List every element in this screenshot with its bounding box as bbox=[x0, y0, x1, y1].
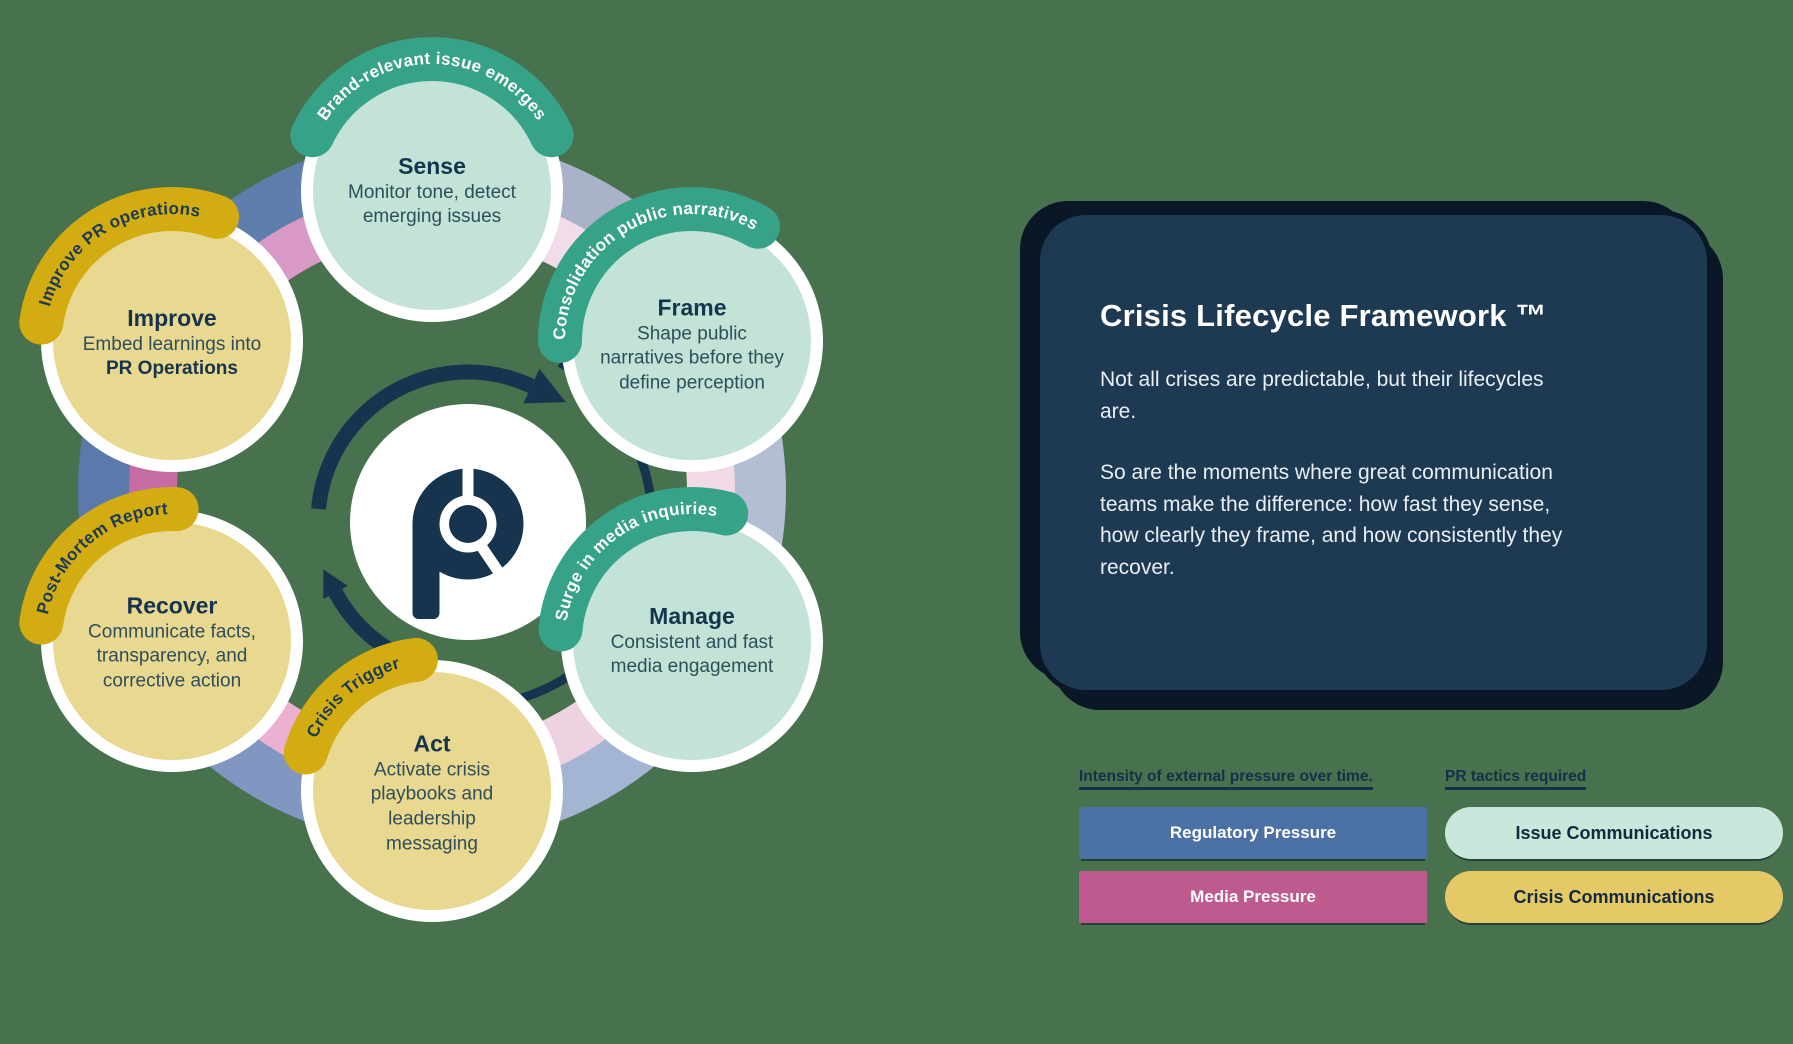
legend-item-media-pressure-label: Media Pressure bbox=[1190, 887, 1316, 906]
arc-band-sense bbox=[290, 37, 574, 158]
card-paragraph-1: Not all crises are predictable, but thei… bbox=[1100, 368, 1544, 423]
logo-top-slit bbox=[462, 464, 474, 498]
legend-item-media-pressure: Media Pressure bbox=[1079, 871, 1427, 923]
arc-band-manage bbox=[538, 487, 749, 652]
logo-diagonal-slit bbox=[474, 539, 507, 580]
stage-circle-improve bbox=[53, 222, 291, 460]
arc-band-frame bbox=[538, 187, 780, 363]
lifecycle-diagram: Brand-relevant issue emerges Consolidati… bbox=[19, 37, 823, 922]
card-title: Crisis Lifecycle Framework ™ bbox=[1100, 298, 1547, 333]
legend-item-crisis-communications: Crisis Communications bbox=[1445, 871, 1783, 923]
legend-item-regulatory-pressure-label: Regulatory Pressure bbox=[1169, 823, 1337, 842]
card-paragraph-2: So are the moments where great communica… bbox=[1100, 461, 1563, 579]
ring-regulatory-recover-improve bbox=[78, 137, 786, 845]
legend-item-issue-communications-label: Issue Communications bbox=[1515, 822, 1713, 843]
stage-circle-act bbox=[313, 672, 551, 910]
arc-band-act bbox=[283, 637, 438, 775]
legend-pressure-header: Intensity of external pressure over time… bbox=[1079, 768, 1373, 790]
cycle-arc-top bbox=[310, 364, 626, 680]
stage-circle-frame bbox=[573, 222, 811, 460]
legend-tactics-group: PR tactics required Issue Communications… bbox=[1445, 768, 1783, 935]
legend-item-issue-communications: Issue Communications bbox=[1445, 807, 1783, 859]
prowly-p-logo bbox=[350, 404, 586, 640]
ring-regulatory-frame-manage bbox=[78, 137, 786, 845]
cycle-arrowhead-left-icon bbox=[323, 569, 348, 599]
legend-item-crisis-communications-label: Crisis Communications bbox=[1513, 886, 1715, 907]
legend-tactics-header: PR tactics required bbox=[1445, 768, 1587, 790]
stage-circle-recover bbox=[53, 522, 291, 760]
legend-pressure-group: Intensity of external pressure over time… bbox=[1079, 768, 1427, 935]
framework-card: Crisis Lifecycle Framework ™ Not all cri… bbox=[1040, 215, 1707, 690]
arc-band-improve bbox=[19, 186, 240, 345]
stage-circle-manage bbox=[573, 522, 811, 760]
stage-circle-sense bbox=[313, 72, 551, 310]
stage-circles bbox=[19, 37, 823, 922]
arc-band-recover bbox=[19, 487, 199, 645]
legend-item-regulatory-pressure: Regulatory Pressure bbox=[1079, 807, 1427, 859]
logo-center-dot bbox=[449, 505, 487, 543]
cycle-arrowhead-top-icon bbox=[523, 368, 566, 404]
